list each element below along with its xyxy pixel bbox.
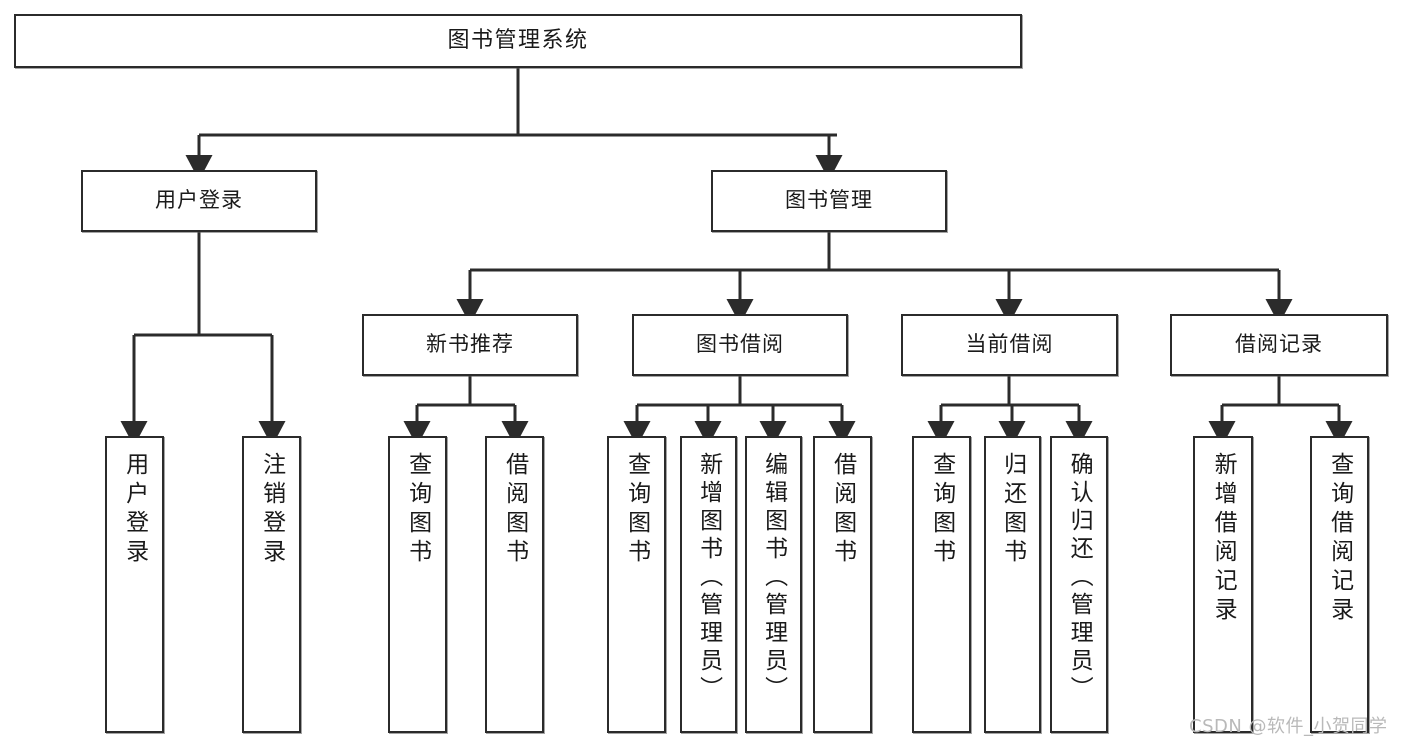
node-new-book-rec-label: 新书推荐 <box>426 332 514 357</box>
node-leaf-cur-return[interactable]: 归还图书 <box>984 436 1041 733</box>
csdn-watermark: CSDN @软件_小贺同学 <box>1189 716 1388 737</box>
node-book-manage[interactable]: 图书管理 <box>711 170 947 232</box>
node-user-login[interactable]: 用户登录 <box>81 170 317 232</box>
node-leaf-rec-query[interactable]: 查询图书 <box>388 436 447 733</box>
node-borrow-record-label: 借阅记录 <box>1235 332 1323 357</box>
node-leaf-rec-add-label: 新增借阅记录 <box>1210 452 1237 626</box>
node-book-borrow-label: 图书借阅 <box>696 332 784 357</box>
node-leaf-rec-borrow-label: 借阅图书 <box>501 452 528 568</box>
node-leaf-rec-borrow[interactable]: 借阅图书 <box>485 436 544 733</box>
node-root-label: 图书管理系统 <box>447 27 589 53</box>
node-leaf-rec-query-label: 查询图书 <box>404 452 431 568</box>
node-leaf-cur-confirm[interactable]: 确认归还（管理员） <box>1050 436 1108 733</box>
node-leaf-cur-query[interactable]: 查询图书 <box>912 436 971 733</box>
node-leaf-borrow-query-label: 查询图书 <box>623 452 650 568</box>
node-leaf-rec-search-label: 查询借阅记录 <box>1326 452 1353 626</box>
node-leaf-borrow-edit-label: 编辑图书（管理员） <box>760 452 787 704</box>
node-leaf-user-login[interactable]: 用户登录 <box>105 436 164 733</box>
node-leaf-borrow-edit[interactable]: 编辑图书（管理员） <box>745 436 802 733</box>
node-book-manage-label: 图书管理 <box>785 188 873 213</box>
node-leaf-cur-query-label: 查询图书 <box>928 452 955 568</box>
node-leaf-cur-confirm-label: 确认归还（管理员） <box>1066 452 1093 704</box>
node-new-book-rec[interactable]: 新书推荐 <box>362 314 578 376</box>
node-leaf-borrow-add[interactable]: 新增图书（管理员） <box>680 436 737 733</box>
node-user-login-label: 用户登录 <box>155 188 243 213</box>
node-root[interactable]: 图书管理系统 <box>14 14 1022 68</box>
node-leaf-cur-return-label: 归还图书 <box>999 452 1026 568</box>
node-current-borrow-label: 当前借阅 <box>965 332 1054 357</box>
node-leaf-user-logout[interactable]: 注销登录 <box>242 436 301 733</box>
node-leaf-borrow-query[interactable]: 查询图书 <box>607 436 666 733</box>
node-book-borrow[interactable]: 图书借阅 <box>632 314 848 376</box>
node-leaf-borrow-add-label: 新增图书（管理员） <box>695 452 722 704</box>
node-borrow-record[interactable]: 借阅记录 <box>1170 314 1388 376</box>
node-leaf-borrow-do-label: 借阅图书 <box>829 452 856 568</box>
node-leaf-user-login-label: 用户登录 <box>121 452 148 568</box>
node-leaf-rec-search[interactable]: 查询借阅记录 <box>1310 436 1369 733</box>
node-current-borrow[interactable]: 当前借阅 <box>901 314 1118 376</box>
node-leaf-user-logout-label: 注销登录 <box>258 452 285 568</box>
node-leaf-borrow-do[interactable]: 借阅图书 <box>813 436 872 733</box>
node-leaf-rec-add[interactable]: 新增借阅记录 <box>1193 436 1253 733</box>
